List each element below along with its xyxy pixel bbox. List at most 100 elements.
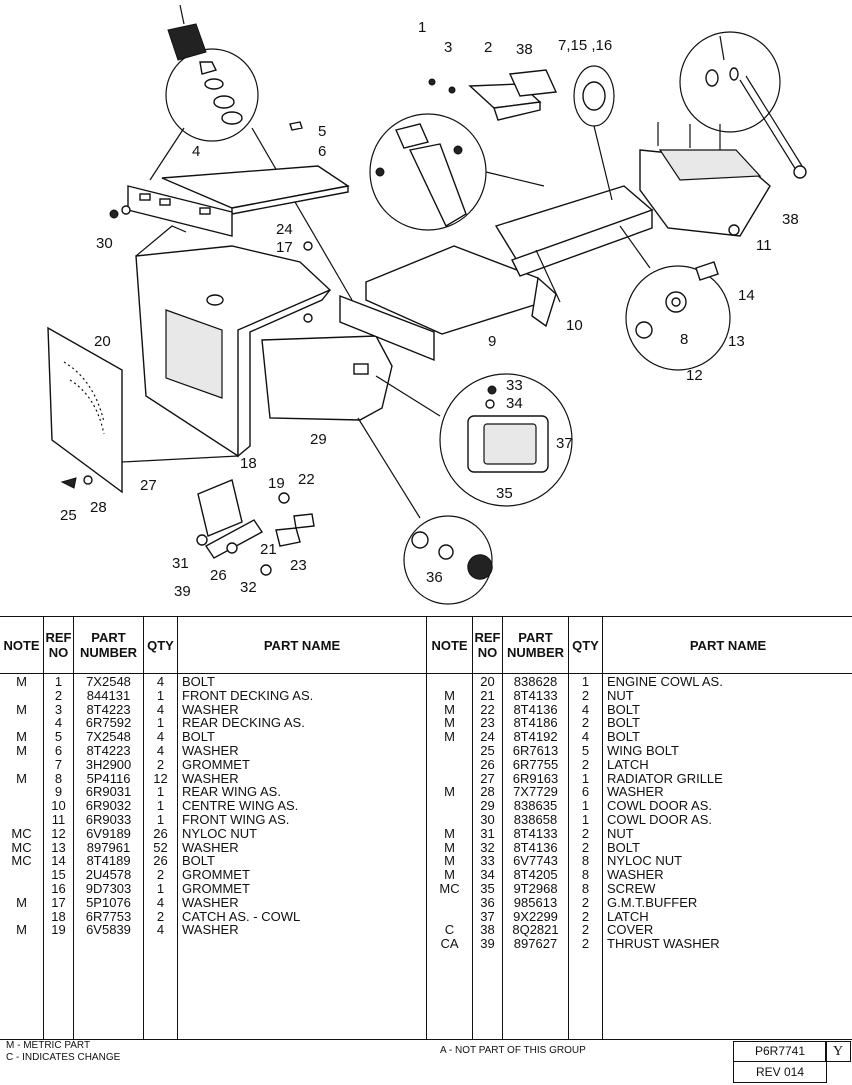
header-qty: QTY <box>569 617 602 674</box>
cell-part: 897627 <box>513 937 558 951</box>
group-note: A - NOT PART OF THIS GROUP <box>440 1045 586 1056</box>
cell-part: 2U4578 <box>85 868 132 882</box>
callout-33: 33 <box>506 377 523 394</box>
cell-part: 844131 <box>86 688 131 703</box>
cell-part: 6R9032 <box>85 799 132 813</box>
header-ref: REF NO <box>44 617 73 674</box>
callout-26: 26 <box>210 567 227 584</box>
cell-ref: 10 <box>51 799 66 813</box>
cell-part: 7X2548 <box>86 730 131 744</box>
cell-ref: 35 <box>480 881 495 896</box>
cell-ref: 20 <box>480 675 495 689</box>
cell-qty: 1 <box>156 688 165 703</box>
cell-ref: 6 <box>54 743 63 758</box>
cell-part: 8T4136 <box>513 840 558 855</box>
cell-name: LATCH <box>607 757 649 772</box>
cell-qty: 4 <box>156 895 165 910</box>
cell-ref: 11 <box>51 812 66 827</box>
cell-note: M <box>444 702 455 717</box>
cell-note: M <box>444 826 455 841</box>
cell-name: WASHER <box>607 868 664 882</box>
callout-35: 35 <box>496 485 513 502</box>
cell-name: LATCH <box>607 909 649 924</box>
cell-part: 7X7729 <box>513 785 558 800</box>
cell-ref: 38 <box>480 923 495 938</box>
cell-name: COWL DOOR AS. <box>607 799 712 813</box>
cell-qty: 26 <box>153 854 168 869</box>
callout-12: 12 <box>686 367 703 384</box>
rear-wing <box>339 245 557 362</box>
cell-ref: 17 <box>51 895 66 910</box>
callout-24: 24 <box>276 221 293 238</box>
cell-name: BOLT <box>607 730 640 744</box>
cell-ref: 37 <box>480 909 495 924</box>
cell-name: WASHER <box>182 923 239 938</box>
callout-29: 29 <box>310 431 327 448</box>
cell-qty: 1 <box>156 716 165 731</box>
cell-qty: 1 <box>156 799 165 813</box>
cell-ref: 3 <box>54 702 63 717</box>
cell-note: M <box>16 743 27 758</box>
cell-note: M <box>16 923 27 938</box>
cell-ref: 30 <box>480 812 495 827</box>
cell-ref: 39 <box>480 937 495 951</box>
callout-34: 34 <box>506 395 523 412</box>
cell-part: 8T4192 <box>513 730 558 744</box>
cell-qty: 2 <box>581 688 590 703</box>
callout-37: 37 <box>556 435 573 452</box>
cell-qty: 4 <box>581 702 590 717</box>
callout-36: 36 <box>426 569 443 586</box>
cell-note: M <box>16 895 27 910</box>
catch-assembly <box>196 479 315 576</box>
callout-labels: 1 3 2 38 7,15 ,16 5 6 4 30 24 17 38 11 1… <box>60 19 799 600</box>
callout-9: 9 <box>488 333 496 350</box>
cell-note: CA <box>440 937 459 951</box>
cell-note: M <box>444 730 455 744</box>
cell-name: BOLT <box>607 716 640 731</box>
cell-name: WASHER <box>607 785 664 800</box>
sheet-letter: Y <box>825 1041 851 1062</box>
cowl-door <box>261 335 393 421</box>
cell-qty: 4 <box>156 923 165 938</box>
cell-qty: 2 <box>581 826 590 841</box>
cell-part: 8Q2821 <box>512 923 559 938</box>
cell-name: WASHER <box>182 702 239 717</box>
cell-ref: 29 <box>480 799 495 813</box>
callout-6: 6 <box>318 143 326 160</box>
callout-19: 19 <box>268 475 285 492</box>
cell-qty: 2 <box>581 840 590 855</box>
cell-name: CENTRE WING AS. <box>182 799 299 813</box>
cell-note: M <box>444 688 455 703</box>
cell-qty: 26 <box>153 826 168 841</box>
rod-detail <box>679 31 807 179</box>
cell-name: WING BOLT <box>607 743 679 758</box>
cell-part: 8T4133 <box>513 688 558 703</box>
cell-name: WASHER <box>182 743 239 758</box>
cell-part: 8T4136 <box>513 702 558 717</box>
cell-qty: 4 <box>581 730 590 744</box>
cell-qty: 12 <box>153 771 168 786</box>
cell-ref: 21 <box>480 688 495 703</box>
cell-part: 6V5839 <box>86 923 131 938</box>
document-number: P6R7741 <box>734 1042 826 1062</box>
cell-name: COVER <box>607 923 654 938</box>
bolt-washer-detail <box>619 225 731 371</box>
cell-qty: 8 <box>581 854 590 869</box>
cell-ref: 36 <box>480 895 495 910</box>
cell-name: BOLT <box>182 730 215 744</box>
cell-ref: 4 <box>54 716 63 731</box>
cell-ref: 19 <box>51 923 66 938</box>
cell-qty: 4 <box>156 743 165 758</box>
cell-note: MC <box>11 854 32 869</box>
cell-part: 8T4223 <box>86 743 131 758</box>
cell-note <box>0 758 43 772</box>
cell-part: 6R7613 <box>512 743 559 758</box>
document-number-box: P6R7741 REV 014 <box>733 1041 827 1083</box>
cell-ref: 7 <box>54 757 63 772</box>
